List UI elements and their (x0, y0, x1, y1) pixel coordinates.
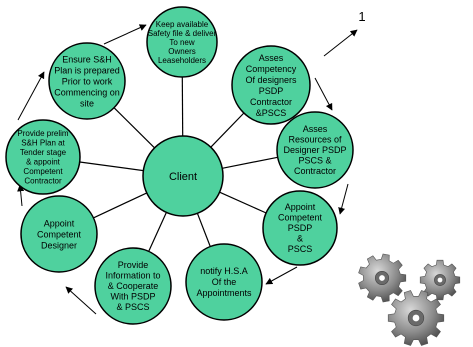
node-text-line: Appointments (196, 288, 252, 298)
node-circle-notify-hsa (185, 243, 263, 321)
gears-icon (358, 253, 461, 346)
cycle-arrow (17, 71, 45, 121)
node-text-line: Designer PSDP (283, 145, 346, 155)
node-text-line: Prior to work (62, 76, 113, 86)
node-text-line: & Cooperate (108, 281, 159, 291)
node-text-line: Appoint (285, 202, 316, 212)
spoke-ensure-plan (113, 107, 156, 149)
cycle-arrow (265, 266, 298, 285)
gear-icon (419, 259, 461, 301)
node-circle-ensure-plan (48, 42, 126, 120)
gear-icon (358, 253, 407, 303)
node-text-line: To new (169, 38, 195, 47)
hub-spokes (79, 76, 278, 252)
node-text-line: & appoint (26, 158, 61, 167)
node-text-line: & PSCS (116, 302, 149, 312)
node-circle-assess-resources (276, 111, 354, 189)
node-text-line: Resources of (288, 135, 342, 145)
node-circle-appoint-psdp-pscs (262, 190, 338, 266)
node-circle-assess-competency (231, 45, 311, 125)
node-text-line: Owners (168, 47, 196, 56)
node-text-line: Provide prelim (17, 129, 68, 138)
cycle-arrow (314, 77, 333, 111)
node-text-line: Competent (37, 229, 82, 239)
node-text-line: S&H Plan at (21, 139, 65, 148)
node-text-line: & (297, 234, 303, 244)
node-text-line: Competent (278, 213, 323, 223)
spoke-assess-resources (222, 156, 278, 169)
node-text-line: Provide (118, 260, 149, 270)
cycle-arrow (17, 184, 25, 207)
node-text-line: PSDP (288, 223, 313, 233)
node-text-line: Information to (105, 271, 160, 281)
spoke-provide-information (148, 212, 167, 252)
client-hub: Client (142, 135, 224, 217)
node-text-line: site (80, 98, 94, 108)
cycle-arrows (17, 24, 349, 315)
gear-icon (387, 290, 445, 346)
node-circle-prelim-plan (5, 119, 81, 195)
node-text-line: With PSDP (110, 292, 155, 302)
node-text-line: Designer (41, 240, 77, 250)
node-text-line: Of the (212, 277, 237, 287)
node-text-line: Competent (23, 167, 63, 176)
spoke-assess-competency (210, 112, 245, 148)
node-text-line: Of designers (245, 75, 297, 85)
spoke-appoint-designer (93, 192, 148, 219)
node-circle-provide-information (94, 247, 172, 325)
node-text-line: Plan is prepared (54, 65, 120, 75)
node-text-line: notify H.S.A (200, 266, 248, 276)
node-text-line: Safety file & deliver (148, 29, 217, 38)
node-text-line: Asses (259, 53, 284, 63)
node-text-line: PSCS & (298, 156, 331, 166)
node-text-line: Competency (246, 64, 297, 74)
node-text-line: Keep available (156, 20, 209, 29)
node-circle-appoint-designer (20, 195, 98, 273)
node-text-line: PSDP (259, 86, 284, 96)
node-circle-safety-file (146, 6, 218, 78)
node-text-line: Tender stage (20, 148, 67, 157)
node-text-line: PSCS (288, 244, 313, 254)
client-hub-label: Client (169, 171, 197, 183)
corner-number-label: 1 (358, 9, 365, 24)
spoke-appoint-psdp-pscs (219, 191, 267, 214)
node-text-line: &PSCS (256, 108, 287, 118)
node-text-line: Commencing on (54, 87, 120, 97)
cycle-arrow (65, 286, 97, 315)
node-text-line: Contractor (294, 166, 336, 176)
node-text-line: Contractor (250, 97, 292, 107)
spoke-notify-hsa (196, 213, 211, 247)
corner-arrow (323, 29, 358, 57)
node-text-line: Appoint (44, 218, 75, 228)
node-text-line: Asses (303, 124, 328, 134)
cycle-arrow (338, 183, 349, 215)
node-text-line: Leaseholders (158, 56, 206, 65)
cycle-arrow (103, 24, 147, 45)
spoke-prelim-plan (79, 161, 144, 172)
node-text-line: Ensure S&H (62, 54, 112, 64)
node-text-line: Contractor (24, 177, 62, 186)
